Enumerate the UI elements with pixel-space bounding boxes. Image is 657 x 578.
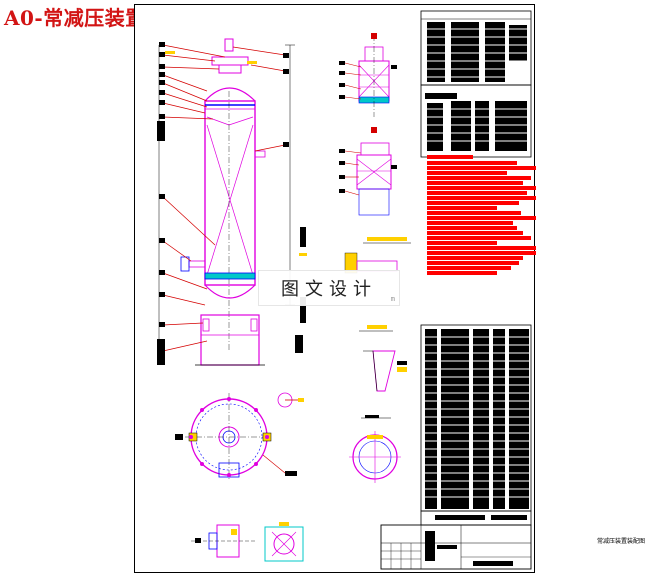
column-elevation-view: [157, 38, 307, 366]
parts-list-table: [420, 324, 532, 526]
drawing-name-label: 常减压装置装配图: [597, 538, 646, 545]
nozzle-details: [191, 522, 304, 562]
title-block: [380, 524, 532, 570]
internals-details: [339, 33, 411, 483]
assembly-drawing: [157, 10, 536, 570]
design-data-table: [420, 10, 532, 158]
watermark-text: 图文设计: [281, 279, 377, 300]
watermark-subtext: m: [390, 295, 395, 303]
watermark: 图文设计 m: [258, 270, 400, 306]
technical-requirements-notes: [427, 155, 536, 275]
plan-view: [175, 392, 304, 481]
